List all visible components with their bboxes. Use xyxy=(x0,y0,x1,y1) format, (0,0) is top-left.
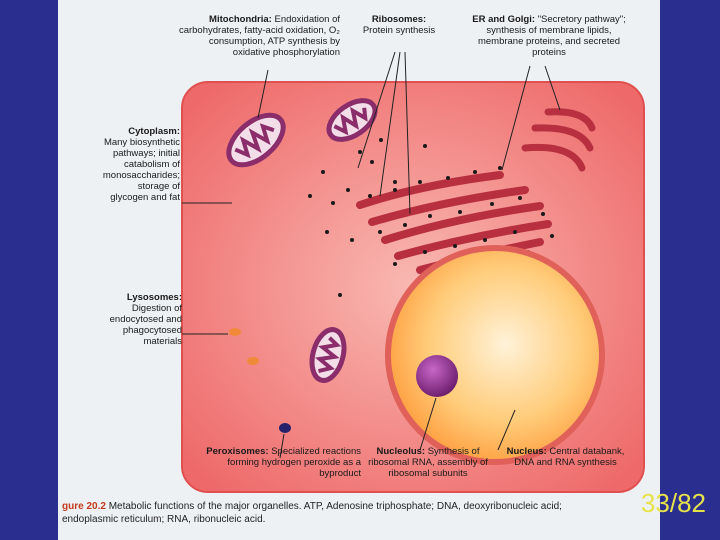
mitochondria-title: Mitochondria: xyxy=(209,14,272,25)
nucleolus-label: Nucleolus: Synthesis of ribosomal RNA, a… xyxy=(368,446,488,479)
cytoplasm-label: Cytoplasm: Many biosynthetic pathways; i… xyxy=(100,126,180,203)
peroxisome xyxy=(279,423,291,433)
mitochondria-text: Endoxidation of carbohydrates, fatty-aci… xyxy=(178,14,340,58)
er-golgi-label: ER and Golgi: "Secretory pathway"; synth… xyxy=(470,14,628,58)
ribosomes-title: Ribosomes: xyxy=(371,14,427,25)
cytoplasm-text: Many biosynthetic pathways; initial cata… xyxy=(102,137,180,203)
leader-lines xyxy=(182,51,561,459)
nucleolus-title: Nucleolus: xyxy=(376,446,426,457)
nucleus xyxy=(385,245,605,465)
er-golgi-text: "Secretory pathway"; synthesis of membra… xyxy=(477,14,626,58)
mitochondrion-1 xyxy=(226,112,286,168)
peroxisomes-title: Peroxisomes: xyxy=(206,446,269,457)
nucleolus-text: Synthesis of ribosomal RNA, assembly of … xyxy=(368,446,488,479)
peroxisomes-text: Specialized reactions forming hydrogen p… xyxy=(227,446,361,479)
caption-line-2: endoplasmic reticulum; RNA, ribonucleic … xyxy=(62,514,266,525)
peroxisomes-label: Peroxisomes: Specialized reactions formi… xyxy=(196,446,361,479)
er-golgi-title: ER and Golgi: xyxy=(472,14,536,25)
figure-number: gure 20.2 xyxy=(62,501,106,512)
lysosomes-title: Lysosomes: xyxy=(126,292,182,303)
nucleus-text: Central databank, DNA and RNA synthesis xyxy=(514,446,625,468)
lysosomes-text: Digestion of endocytosed and phagocytose… xyxy=(109,303,182,347)
page-number: 33/82 xyxy=(640,488,706,518)
mitochondria-label: Mitochondria: Endoxidation of carbohydra… xyxy=(170,14,340,58)
golgi-apparatus xyxy=(521,108,596,172)
mitochondrion-3 xyxy=(309,327,347,383)
figure-caption: gure 20.2 Metabolic functions of the maj… xyxy=(62,500,662,526)
cytoplasm-title: Cytoplasm: xyxy=(128,126,180,137)
lysosomes-label: Lysosomes: Digestion of endocytosed and … xyxy=(90,292,182,347)
lysosomes xyxy=(229,328,259,365)
mitochondrion-2 xyxy=(326,98,378,142)
caption-line-1: Metabolic functions of the major organel… xyxy=(108,501,562,512)
ribosomes-label: Ribosomes: Protein synthesis xyxy=(354,14,444,36)
free-ribosomes xyxy=(308,138,427,297)
ribosomes-text: Protein synthesis xyxy=(362,25,436,36)
nucleus-title: Nucleus: xyxy=(506,446,547,457)
nucleus-label: Nucleus: Central databank, DNA and RNA s… xyxy=(498,446,633,468)
nucleolus xyxy=(416,355,458,397)
